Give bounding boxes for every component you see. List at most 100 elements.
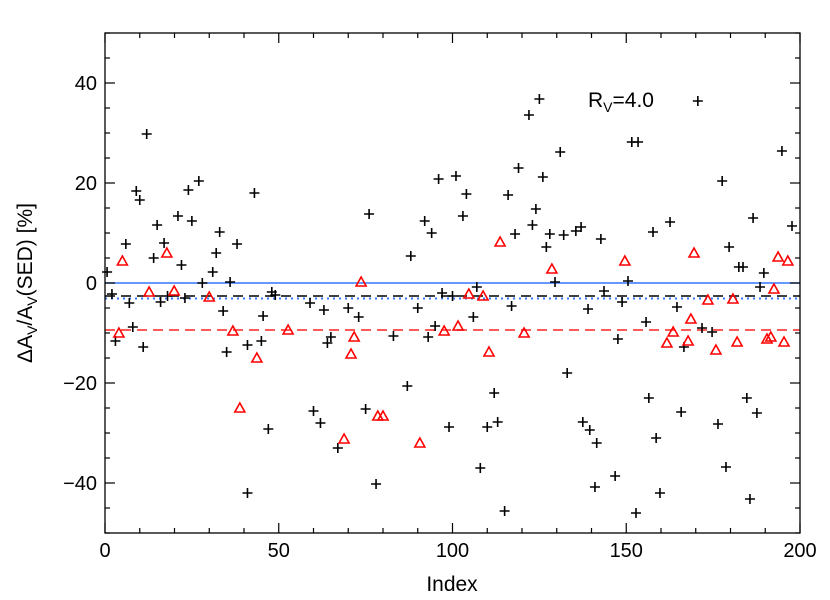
plus-marker xyxy=(197,278,208,288)
plus-marker xyxy=(102,267,113,277)
plus-marker xyxy=(444,422,455,432)
plus-marker xyxy=(159,238,170,248)
plus-marker xyxy=(503,190,514,200)
plus-marker xyxy=(707,327,718,337)
plus-marker xyxy=(461,189,472,199)
plus-marker xyxy=(748,213,759,223)
triangle-marker xyxy=(226,324,240,336)
x-axis-label: Index xyxy=(426,573,478,596)
y-tick-label: −20 xyxy=(63,373,97,395)
plus-marker xyxy=(676,407,687,417)
plus-marker xyxy=(530,204,541,214)
triangle-marker xyxy=(337,432,351,444)
plus-marker xyxy=(562,368,573,378)
plus-marker xyxy=(176,260,187,270)
plus-marker xyxy=(482,422,493,432)
plus-marker xyxy=(755,282,766,292)
plus-marker xyxy=(651,433,662,443)
plus-marker xyxy=(534,94,545,104)
plus-marker xyxy=(527,220,538,230)
triangle-marker xyxy=(777,335,791,347)
plus-marker xyxy=(468,312,479,322)
triangle-marker xyxy=(771,250,785,262)
plus-marker xyxy=(489,388,500,398)
triangle-marker xyxy=(202,290,216,302)
plus-marker xyxy=(558,230,569,240)
triangle-marker xyxy=(116,254,129,266)
triangle-marker xyxy=(347,330,361,342)
plus-marker xyxy=(665,217,676,227)
plus-marker xyxy=(249,188,260,198)
plus-marker xyxy=(148,253,159,263)
plus-marker xyxy=(124,298,135,308)
plus-marker xyxy=(141,129,152,139)
plus-marker xyxy=(433,174,444,184)
plus-marker xyxy=(364,209,375,219)
plus-marker xyxy=(544,229,555,239)
x-tick-label: 100 xyxy=(436,540,469,562)
plus-marker xyxy=(492,417,503,427)
plus-marker xyxy=(423,332,434,342)
plus-marker xyxy=(263,424,274,434)
y-tick-label: 0 xyxy=(86,273,97,295)
plus-marker xyxy=(643,393,654,403)
plus-marker xyxy=(106,289,117,299)
x-tick-label: 200 xyxy=(783,540,816,562)
y-tick-label: 40 xyxy=(75,73,97,95)
plus-marker xyxy=(318,305,329,315)
plus-marker xyxy=(583,304,594,314)
plus-marker xyxy=(641,317,652,327)
data-points xyxy=(102,94,798,518)
plus-marker xyxy=(541,242,552,252)
plus-marker xyxy=(155,297,166,307)
plus-marker xyxy=(475,463,486,473)
plus-marker xyxy=(537,172,548,182)
triangle-marker xyxy=(250,351,264,363)
plus-marker xyxy=(134,195,145,205)
plus-marker xyxy=(697,323,708,333)
triangle-marker xyxy=(142,285,156,297)
triangle-marker xyxy=(687,246,701,258)
rv-annotation: RV=4.0 xyxy=(588,89,654,115)
plus-marker xyxy=(172,211,183,221)
plus-marker xyxy=(617,297,628,307)
plus-marker xyxy=(599,286,610,296)
triangle-marker xyxy=(462,287,476,299)
plus-marker xyxy=(371,479,382,489)
plus-marker xyxy=(471,282,482,292)
plus-marker xyxy=(751,408,762,418)
triangle-marker xyxy=(413,436,427,448)
plus-marker xyxy=(447,291,458,301)
plus-marker xyxy=(595,234,606,244)
plus-marker xyxy=(506,301,517,311)
plus-marker xyxy=(131,186,142,196)
plus-marker xyxy=(343,303,354,313)
plus-marker xyxy=(622,276,633,286)
plus-marker xyxy=(325,332,336,342)
y-tick-label: −40 xyxy=(63,473,97,495)
plus-marker xyxy=(332,443,343,453)
plus-marker xyxy=(584,425,595,435)
plus-marker xyxy=(589,482,600,492)
triangle-marker xyxy=(437,324,451,336)
plus-marker xyxy=(437,288,448,298)
triangle-marker xyxy=(482,345,496,357)
triangle-marker xyxy=(709,343,723,355)
plus-marker xyxy=(523,110,534,120)
triangle-marker xyxy=(167,284,181,296)
plus-marker xyxy=(720,462,731,472)
plus-marker xyxy=(610,471,621,481)
plus-marker xyxy=(741,393,752,403)
triangle-marker xyxy=(476,289,490,301)
plus-marker xyxy=(152,220,163,230)
plus-marker xyxy=(179,293,190,303)
triangle-marker xyxy=(681,334,695,346)
triangle-marker xyxy=(781,254,795,266)
plus-marker xyxy=(186,216,197,226)
plus-marker xyxy=(426,228,437,238)
plus-marker xyxy=(724,242,735,252)
triangle-marker xyxy=(666,325,680,337)
plus-marker xyxy=(405,251,416,261)
